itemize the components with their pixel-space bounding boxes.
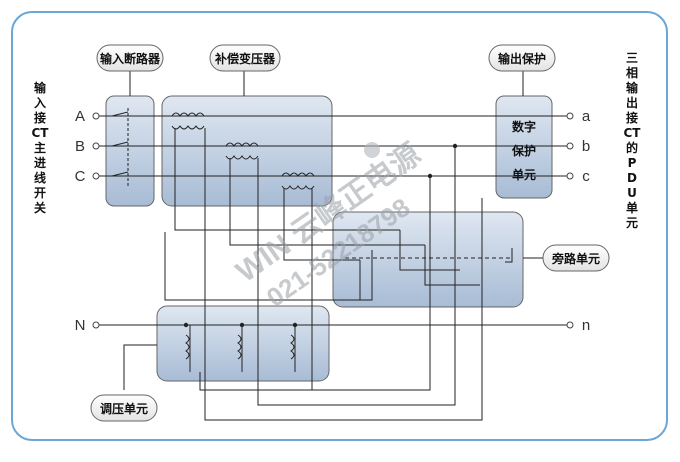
digital-protect-line-1: 数字 [512,119,536,134]
digital-protect-line-3: 单元 [512,167,536,182]
input-A: A [75,108,85,125]
right-vertical-caption: 三 相 输 出 接 CT 的 P D U 单 元 [624,51,642,230]
svg-text:元: 元 [626,216,638,230]
junction-dots [183,143,458,328]
svg-text:线: 线 [34,170,46,185]
digital-protect-line-2: 保护 [511,143,536,158]
svg-text:相: 相 [626,65,638,80]
input-C: C [75,168,86,185]
svg-text:关: 关 [34,200,46,215]
transformer-coils [171,112,315,190]
svg-text:入: 入 [34,96,46,110]
svg-text:单: 单 [626,200,638,215]
input-B: B [75,138,85,155]
bypass-unit-label: 旁路单元 [551,251,600,266]
svg-text:进: 进 [34,155,46,170]
regulator-coils [185,334,295,360]
input-breaker-label: 输入断路器 [100,51,161,66]
svg-text:接: 接 [34,110,46,125]
output-b: b [582,138,590,155]
svg-text:P: P [628,156,637,170]
terminal-markers [92,112,574,329]
left-vertical-caption: 输 入 接 CT 主 进 线 开 关 [32,80,50,215]
output-n: n [582,317,590,334]
output-a: a [582,108,591,125]
label-leaders [123,71,543,390]
svg-text:输: 输 [34,80,47,95]
digital-protect-box [495,95,553,199]
svg-text:出: 出 [626,95,638,110]
svg-text:三: 三 [626,51,638,65]
comp-transformer-box [161,95,333,207]
svg-text:输: 输 [626,80,639,95]
svg-text:的: 的 [626,140,638,155]
label-boxes [90,44,610,422]
svg-text:开: 开 [34,186,46,200]
watermark-logo-icon [364,142,380,158]
svg-text:U: U [627,186,637,200]
regulator-unit-box [156,305,330,382]
svg-text:D: D [627,171,637,185]
input-N: N [75,317,86,334]
svg-text:接: 接 [626,110,638,125]
comp-transformer-label: 补偿变压器 [214,51,276,66]
svg-text:CT: CT [624,126,642,140]
internal-wiring [164,128,513,421]
svg-text:CT: CT [32,126,50,140]
regulator-unit-label: 调压单元 [100,401,148,416]
output-protect-label: 输出保护 [498,51,546,66]
svg-text:主: 主 [34,140,46,155]
output-c: c [582,168,590,185]
input-breaker-box [105,95,155,207]
